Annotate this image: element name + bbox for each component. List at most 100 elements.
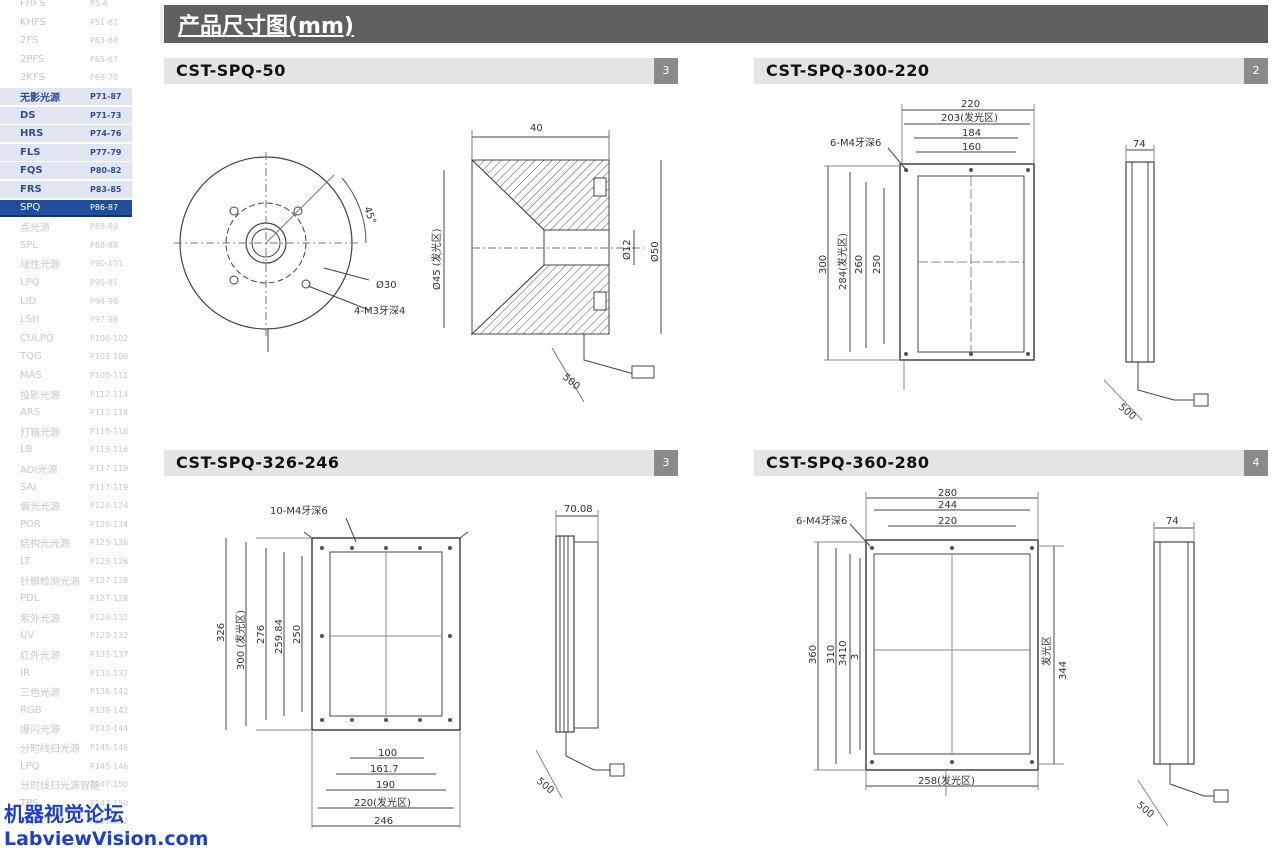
sidebar-item-page: P68-70	[90, 73, 119, 83]
sidebar-item-label: TPS	[20, 797, 39, 809]
sidebar-item[interactable]: 2KFS P68-70	[0, 69, 132, 86]
mount-holes	[870, 546, 1034, 764]
sidebar-item-page: P83-85	[90, 185, 122, 194]
dim-hlit: 发光区	[1040, 636, 1053, 666]
sidebar-item-label: IR	[20, 667, 30, 679]
section-title: CST-SPQ-300-220	[766, 61, 930, 80]
sidebar-item-label: LT	[20, 556, 31, 567]
sidebar-item-label: LPQ	[20, 760, 40, 772]
sidebar-item-page: P90-101	[90, 259, 124, 269]
sidebar-item[interactable]: 无影光源 P71-87	[0, 88, 132, 105]
section-title: CST-SPQ-50	[176, 61, 286, 80]
sidebar-item-page: P117-119	[90, 464, 129, 473]
sidebar-item-page: P125-126	[90, 538, 129, 548]
sidebar-item-label: 2PFS	[20, 53, 45, 65]
sidebar-item-page: P129-132	[90, 631, 129, 641]
sidebar-item-label: 爆闪光源	[20, 725, 60, 737]
dim-d50: Ø50	[649, 241, 661, 262]
drawing-spq-300-220: 220 203(发光区) 184 160 6-M4牙深6 300 284(发光区…	[818, 99, 1209, 423]
sidebar-item-label: FRS	[20, 184, 42, 195]
dim-holes: 4-M3牙深4	[354, 305, 405, 317]
sidebar-item[interactable]: LPQ P145-146	[0, 758, 132, 775]
dim-h344: 344	[1058, 661, 1069, 680]
sidebar-item-label: 2KFS	[20, 72, 45, 84]
dim-holes: 10-M4牙深6	[270, 505, 328, 517]
dim-w258: 258(发光区)	[918, 774, 975, 787]
sidebar-item-page: P88-89	[90, 240, 119, 250]
sidebar-item-page: P86-87	[90, 202, 119, 212]
dim-w40: 40	[530, 123, 543, 134]
sidebar-item-page: P97-99	[90, 315, 119, 325]
sidebar-item-label: 无影光源	[20, 93, 60, 104]
dim-h276: 276	[256, 625, 267, 644]
sidebar-item-page: P88-89	[90, 222, 119, 232]
side-view	[1137, 522, 1229, 827]
dim-side: 74	[1133, 139, 1146, 150]
dim-w1617: 161.7	[370, 764, 399, 775]
dim-side: 74	[1166, 516, 1179, 527]
dim-h300: 300	[818, 255, 829, 274]
sidebar-item-page: P127-128	[90, 575, 129, 585]
sidebar-item-page: P71-87	[90, 92, 122, 101]
sidebar-item[interactable]: FRS P83-85	[0, 181, 132, 198]
sidebar-item-label: 三色光源	[20, 688, 60, 700]
sidebar-item-page: P77-79	[90, 147, 122, 157]
sidebar-item-page: P80-82	[90, 166, 122, 176]
sidebar-item-label: HRS	[20, 128, 44, 140]
sidebar-item-label: 投影光源	[20, 390, 60, 402]
sidebar-item-page: P115-116	[90, 426, 129, 436]
sidebar-item-label: MAS	[20, 370, 42, 381]
dim-w220: 220	[961, 99, 980, 110]
watermark-url: LabviewVision.com	[4, 828, 209, 850]
dim-cable: 500	[560, 372, 582, 393]
front-view	[824, 104, 1035, 390]
dim-w244: 244	[938, 500, 957, 511]
sidebar-item-page: P117-119	[90, 482, 129, 492]
sidebar-item-label: 分时线扫光源智能	[20, 781, 100, 793]
sidebar-item-page: P138-142	[90, 705, 129, 715]
sidebar-item-page: P145-146	[90, 761, 129, 771]
sidebar-item-label: ARS	[20, 407, 41, 419]
